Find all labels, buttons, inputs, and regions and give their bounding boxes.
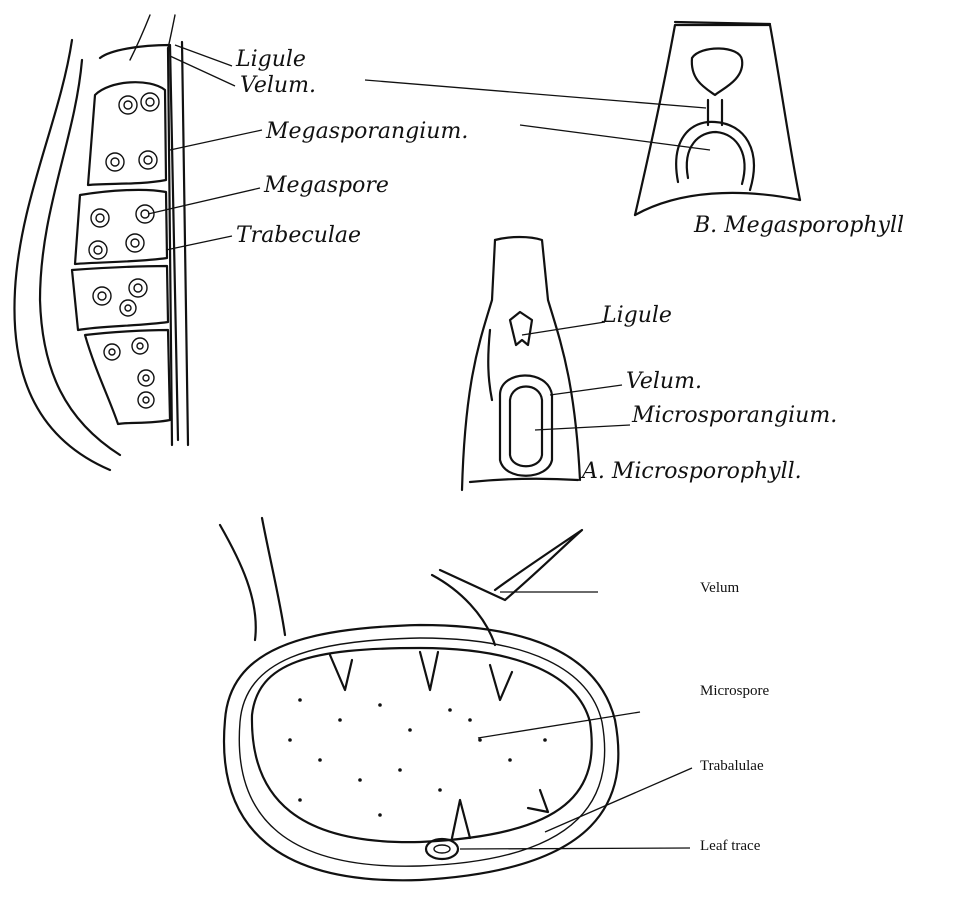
label-velum-a: Velum. [626,369,702,394]
label-megasporophyll: B. Megasporophyll [693,213,904,238]
label-megasporangium-left: Megasporangium. [265,119,468,144]
microsporophyll-drawing [462,237,630,490]
label-leaf-trace: Leaf trace [700,838,761,854]
label-ligule-left: Ligule [235,47,306,72]
label-velum-left: Velum. [240,73,316,98]
label-velum: Velum [700,580,739,596]
label-ligule-a: Ligule [601,303,672,328]
label-trabalulae: Trabalulae [700,758,764,774]
label-microsporangium-a: Microsporangium. [631,403,837,428]
label-megaspore: Megaspore [263,173,389,198]
label-microsporophyll: A. Microsporophyll. [580,459,802,484]
microsporangium-transverse-section [220,518,692,880]
label-trabeculae: Trabeculae [236,223,361,248]
label-microspore: Microspore [700,683,769,699]
microspore-dots [288,698,547,817]
megasporangium-longitudinal-section [14,15,262,470]
